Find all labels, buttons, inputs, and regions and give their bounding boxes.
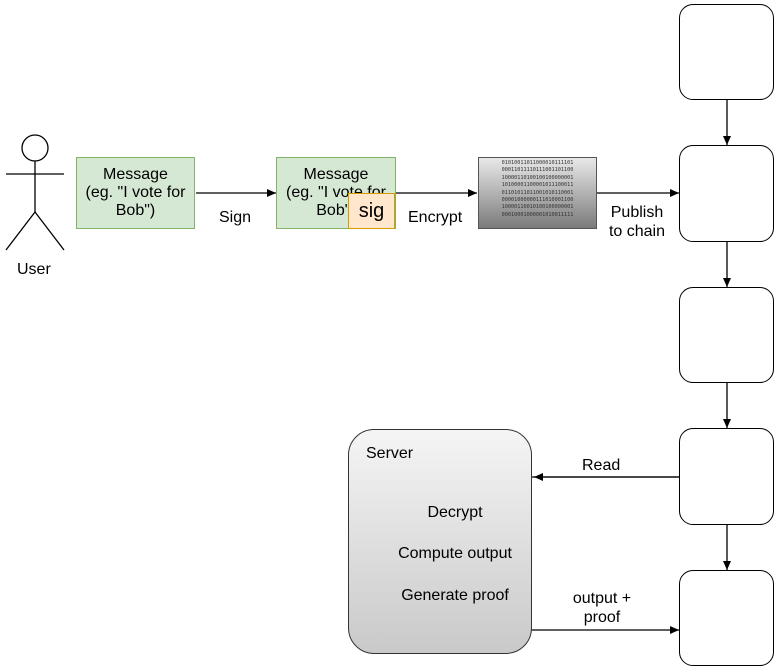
chain-block — [679, 428, 774, 525]
encrypt-label: Encrypt — [408, 209, 463, 226]
server-step-decrypt: Decrypt — [427, 504, 483, 521]
message-line: Message — [303, 166, 369, 183]
ciphertext-row: 10000110010100100000001 — [501, 204, 574, 211]
message-line: Bob") — [316, 202, 356, 219]
server-step-proof: Generate proof — [401, 587, 509, 604]
ciphertext-row: 01101011011001010110001 — [501, 189, 574, 196]
message-line: Bob") — [115, 202, 156, 219]
sign-label: Sign — [219, 209, 252, 226]
message-line: (eg. "I vote for — [85, 184, 186, 201]
output-label-line: output + — [572, 590, 632, 607]
chain-block — [679, 145, 774, 242]
message-line: Message — [103, 166, 168, 183]
chain-block — [679, 287, 774, 383]
ciphertext-row: 00010001000001010011111 — [501, 211, 574, 218]
server-title: Server — [366, 445, 414, 462]
chain-block — [679, 4, 774, 100]
signature-badge: sig — [348, 193, 395, 229]
ciphertext-image: 01010011011000010111101 0001101111011100… — [478, 157, 597, 229]
ciphertext-row: 00001000000111010001100 — [501, 197, 574, 204]
publish-label: Publish to chain — [602, 203, 672, 241]
server-step-compute: Compute output — [398, 545, 512, 562]
ciphertext-row: 10100001100001011100011 — [501, 182, 574, 189]
ciphertext-row: 00011011110111001101100 — [501, 167, 574, 174]
output-label: output + proof — [566, 589, 638, 627]
publish-label-line: to chain — [608, 223, 666, 240]
publish-label-line: Publish — [610, 204, 664, 221]
user-label: User — [17, 261, 51, 278]
output-label-line: proof — [583, 609, 621, 626]
ciphertext-row: 10000110100100100000001 — [501, 174, 574, 181]
chain-block — [679, 570, 774, 666]
read-label: Read — [582, 457, 621, 474]
user-icon — [5, 134, 65, 251]
server-box — [348, 429, 532, 654]
ciphertext-row: 01010011011000010111101 — [501, 160, 574, 166]
message-box-plain: Message (eg. "I vote for Bob") — [76, 157, 195, 229]
